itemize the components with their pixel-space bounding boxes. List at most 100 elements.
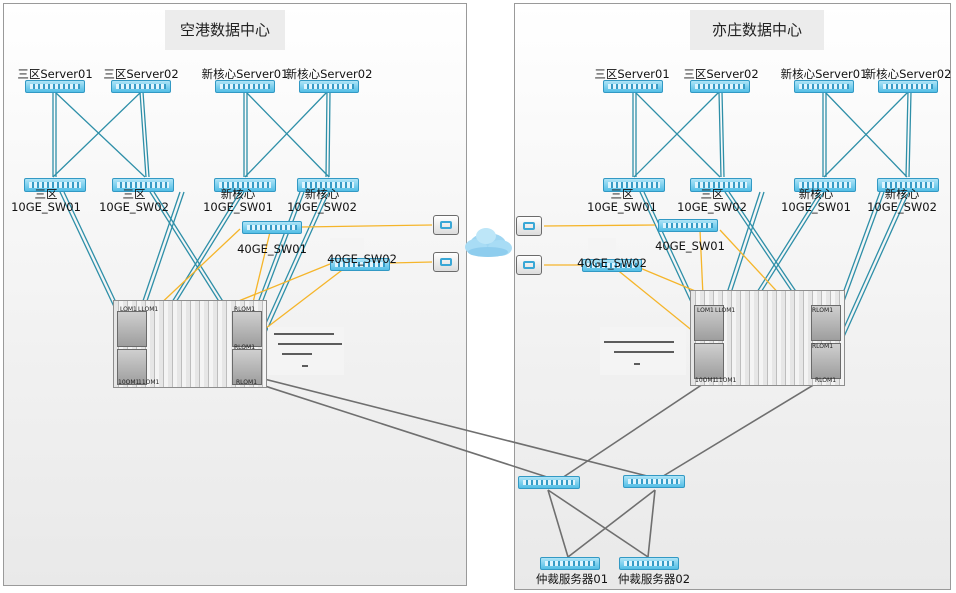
server-icon[interactable] [690,80,750,93]
chassis-module [694,343,724,379]
link [634,91,721,178]
right-40ge-label-2: 40GE_SW02 [577,256,647,270]
switch-label-line2: 10GE_SW02 [99,200,169,214]
chassis-tag: RLOM1 [812,307,834,314]
left-40ge-label-2: 40GE_SW02 [327,252,397,266]
switch-label-line2: 10GE_SW01 [203,200,273,214]
chassis-module [811,305,841,341]
switch-icon[interactable] [794,178,856,192]
switch-icon[interactable] [603,178,665,192]
chassis-tag: 11OM1 [138,379,160,386]
blade-chassis[interactable]: LOM1 LLOM1 RLOM1 RLOM1 10OM1 11OM1 RLOM1 [113,300,267,388]
chassis-module [811,343,841,379]
switch-40ge-icon[interactable] [658,219,718,232]
switch-label-line2: 10GE_SW01 [11,200,81,214]
arbitration-switch-icon[interactable] [623,475,685,488]
left-switch-label-2: 三区 10GE_SW02 [99,188,169,214]
switch-label-line2: 10GE_SW02 [867,200,937,214]
right-switch-label-4: 新核心 10GE_SW02 [867,188,937,214]
right-switch-label-2: 三区 10GE_SW02 [677,188,747,214]
link [659,377,826,479]
chassis-tag: RLOM1 [815,377,837,384]
switch-icon[interactable] [24,178,86,192]
arbitration-switch-icon[interactable] [518,476,580,489]
redacted-label [268,327,344,375]
chassis-tag: RLOM1 [234,344,256,351]
switch-40ge-icon[interactable] [330,258,390,271]
link [54,91,146,178]
link [52,92,57,177]
link [245,91,330,178]
server-icon[interactable] [299,80,359,93]
left-server-label-1: 三区Server01 [17,67,93,81]
chassis-tag: 10OM1 [695,377,717,384]
gateway-icon[interactable] [433,215,459,235]
switch-label-line1: 三区 [610,187,634,201]
server-icon[interactable] [215,80,275,93]
arbitration-server-icon[interactable] [619,557,679,570]
link [52,91,142,178]
right-switch-label-1: 三区 10GE_SW01 [587,188,657,214]
switch-icon[interactable] [214,178,276,192]
link [389,261,433,264]
right-server-label-1: 三区Server01 [594,67,670,81]
switch-label-line2: 10GE_SW02 [287,200,357,214]
switch-40ge-icon[interactable] [242,221,302,234]
chassis-tag: 11OM1 [715,377,737,384]
switch-label-line1: 三区 [122,187,146,201]
gateway-icon[interactable] [433,252,459,272]
redacted-label [600,327,686,375]
link [905,91,912,178]
switch-icon[interactable] [877,178,939,192]
switch-label-line1: 新核心 [304,187,340,201]
server-icon[interactable] [111,80,171,93]
arbitration-label-2: 仲裁服务器02 [617,572,691,586]
chassis-tag: RLOM1 [234,306,256,313]
arbitration-server-icon[interactable] [540,557,600,570]
chassis-tag: LLOM1 [138,306,159,313]
link [561,377,713,479]
switch-label-line2: 10GE_SW02 [677,200,747,214]
link [547,489,569,558]
link [632,92,637,177]
chassis-tag: 10OM1 [118,379,140,386]
switch-label-line2: 10GE_SW01 [781,200,851,214]
switch-40ge-icon[interactable] [582,259,642,272]
link [139,91,150,178]
link [718,91,725,178]
link [244,91,328,178]
gateway-icon[interactable] [516,216,542,236]
switch-icon[interactable] [112,178,174,192]
server-icon[interactable] [603,80,663,93]
blade-chassis[interactable]: LOM1 LLOM1 RLOM1 RLOM1 10OM1 11OM1 RLOM1 [690,290,845,386]
link [567,489,656,558]
left-40ge-label-1: 40GE_SW01 [237,242,307,256]
chassis-module [232,311,262,347]
redacted-label [588,238,616,250]
chassis-tag: LOM1 [697,307,714,314]
left-server-label-4: 新核心Server02 [285,67,373,81]
arbitration-label-1: 仲裁服务器01 [535,572,609,586]
cloud-icon [465,228,512,257]
chassis-module [232,349,262,385]
gateway-icon[interactable] [516,255,542,275]
chassis-module [117,311,147,347]
server-icon[interactable] [794,80,854,93]
link [823,91,909,178]
chassis-module [117,349,147,385]
switch-label-line1: 新核心 [798,187,834,201]
switch-icon[interactable] [690,178,752,192]
left-datacenter-panel: 空港数据中心 [3,3,467,586]
right-server-label-4: 新核心Server02 [864,67,952,81]
link [239,377,551,479]
right-switch-label-3: 新核心 10GE_SW01 [781,188,851,214]
server-icon[interactable] [25,80,85,93]
switch-label-line1: 新核心 [220,187,256,201]
redacted-label [330,238,364,250]
right-server-label-2: 三区Server02 [683,67,759,81]
switch-icon[interactable] [297,178,359,192]
server-icon[interactable] [878,80,938,93]
link [543,224,656,227]
link [325,91,331,178]
chassis-tag: RLOM1 [812,343,834,350]
